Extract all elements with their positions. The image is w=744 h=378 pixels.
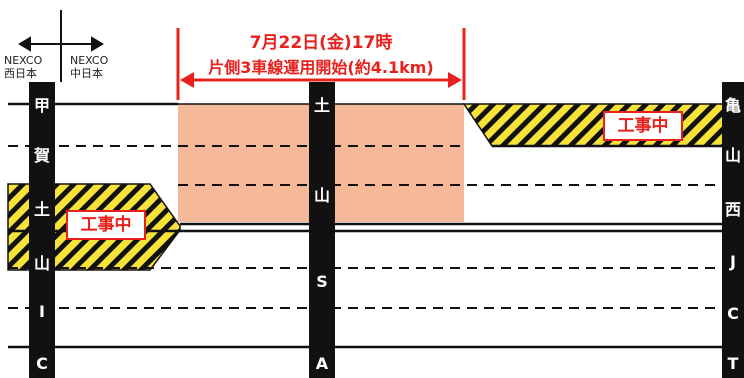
new-section-span (176, 28, 466, 100)
ic-char: 賀 (33, 146, 50, 165)
pillar-kameyama-nishi-jct (722, 82, 744, 378)
road-lines (8, 102, 734, 349)
ic-char: 土 (33, 200, 50, 219)
sa-char: 山 (313, 186, 330, 205)
sa-char: S (316, 272, 328, 291)
nexco-central-label: NEXCO 中日本 (70, 54, 108, 80)
ic-char: C (36, 354, 48, 373)
boundary-arrows (18, 36, 104, 52)
jct-char: J (730, 252, 736, 271)
nexco-west-region: 西日本 (4, 67, 37, 80)
jct-char: 亀 (724, 96, 741, 115)
announcement-detail: 片側3車線運用開始(約4.1km) (208, 58, 434, 77)
sa-char: A (315, 354, 329, 373)
sa-char: 土 (313, 96, 330, 115)
nexco-central-company: NEXCO (70, 54, 109, 67)
construction-zone-right (462, 103, 735, 147)
ic-char: 山 (33, 254, 50, 273)
ic-char: 甲 (33, 96, 50, 115)
announcement-date: 7月22日(金)17時 (249, 33, 393, 53)
jct-char: 山 (724, 146, 741, 165)
nexco-west-company: NEXCO (4, 54, 43, 67)
nexco-west-label: NEXCO 西日本 (4, 54, 42, 80)
construction-label-right: 工事中 (603, 111, 683, 141)
jct-char: 西 (724, 200, 741, 219)
pillar-koka-tsuchiyama-ic (29, 82, 55, 378)
jct-char: T (727, 354, 739, 373)
ic-char: I (39, 302, 45, 321)
construction-label-left: 工事中 (66, 210, 146, 240)
jct-char: C (727, 304, 739, 323)
pillar-tsuchiyama-sa (309, 82, 335, 378)
nexco-central-region: 中日本 (70, 67, 103, 80)
